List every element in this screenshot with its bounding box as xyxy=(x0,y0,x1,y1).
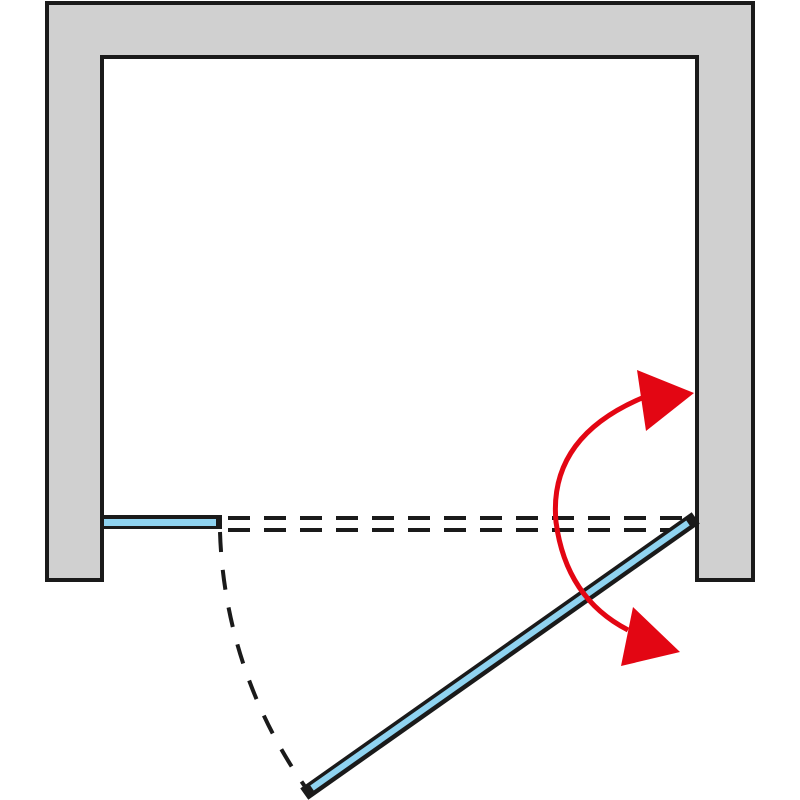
closed-position-dashed xyxy=(228,516,688,532)
swing-door-panel xyxy=(300,512,700,800)
arrowhead-up-icon xyxy=(637,370,694,431)
opening-direction-arrow xyxy=(552,370,694,666)
fixed-glass-panel xyxy=(102,515,222,529)
arrowhead-down-icon xyxy=(621,607,680,666)
wall-niche xyxy=(45,1,755,582)
door-swing-arc xyxy=(218,531,308,790)
